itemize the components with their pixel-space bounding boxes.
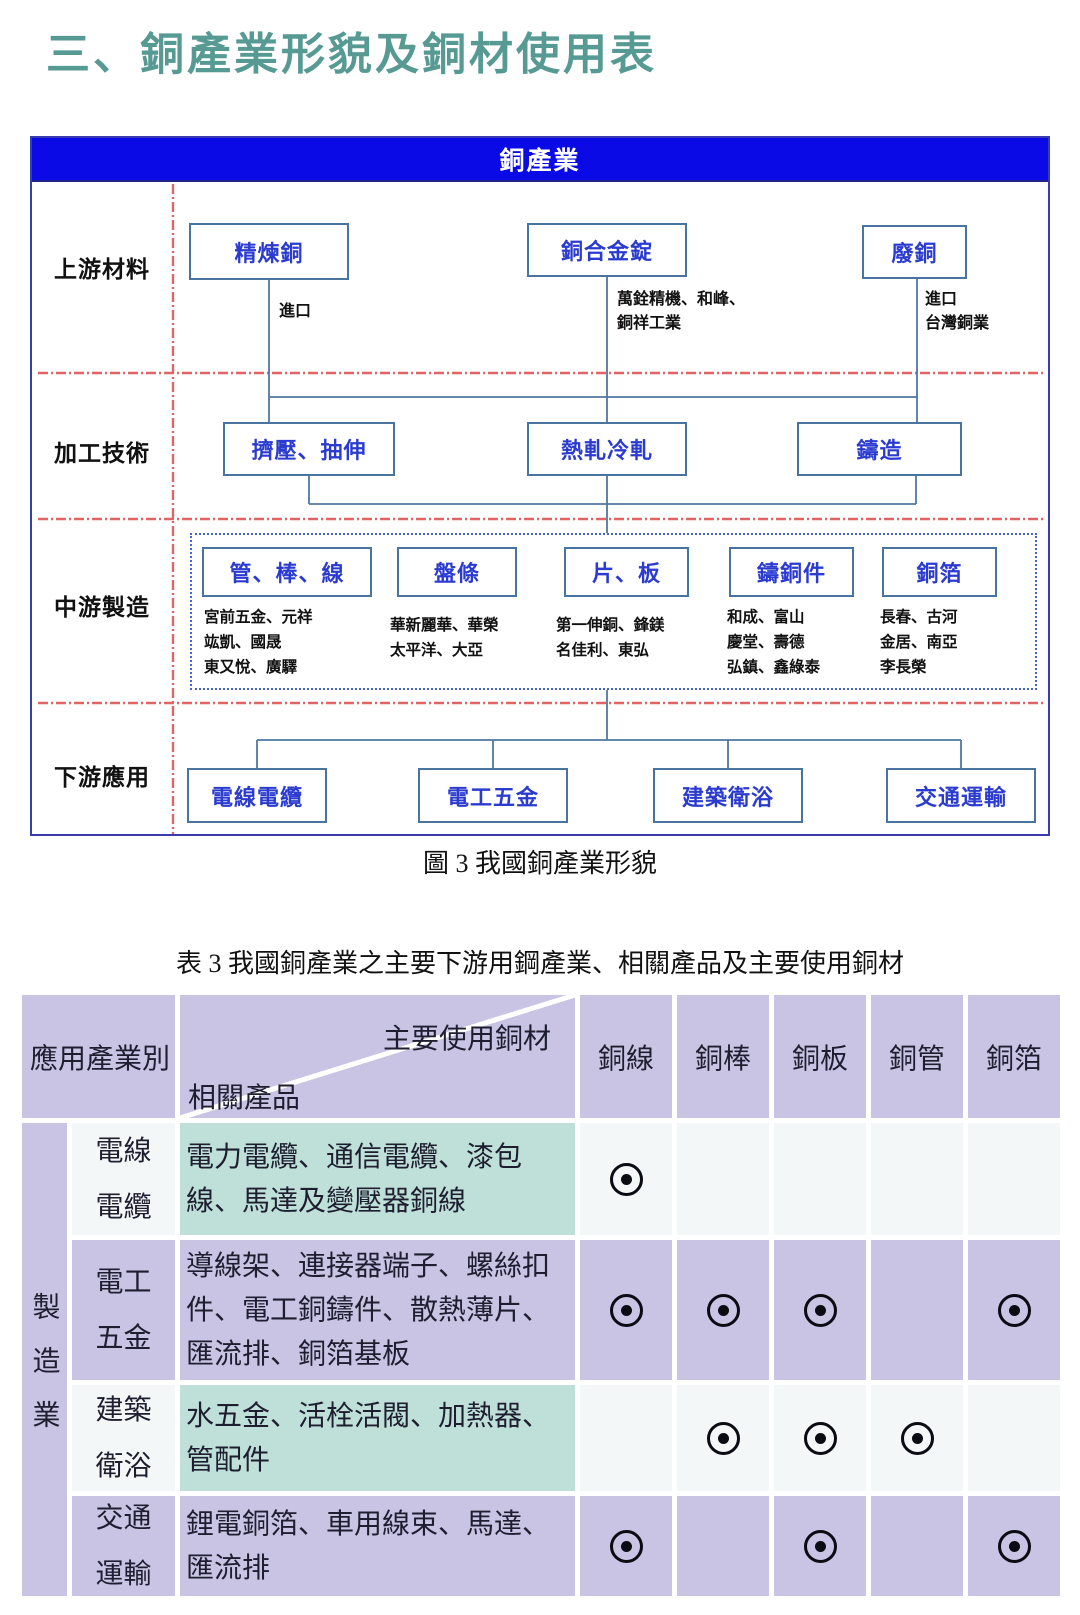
page-title: 三、銅產業形貌及銅材使用表 bbox=[46, 30, 657, 79]
header-material-foil: 銅箔 bbox=[968, 995, 1060, 1118]
copper-usage-table: 應用產業別 主要使用銅材 相關產品 銅線 銅棒 銅板 銅管 銅箔 製造業 電線 … bbox=[22, 995, 1060, 1596]
header-diagonal-cell: 主要使用銅材 相關產品 bbox=[180, 995, 575, 1118]
table-cell-mark bbox=[677, 1123, 769, 1235]
box-casting: 鑄造 bbox=[797, 422, 962, 476]
companies-tube-rod-wire: 宮前五金、元祥 竑凱、國晟 東又悅、廣驛 bbox=[204, 609, 313, 676]
circled-dot-icon bbox=[706, 1421, 740, 1455]
row-label-midstream: 中游製造 bbox=[54, 594, 150, 620]
table-cell-mark bbox=[774, 1496, 866, 1596]
products-electrical-hardware: 導線架、連接器端子、螺絲扣件、電工銅鑄件、散熱薄片、匯流排、銅箔基板 bbox=[180, 1240, 575, 1380]
companies-copper-castings: 和成、富山 慶堂、壽德 弘鎮、鑫綠泰 bbox=[727, 609, 821, 676]
box-scrap-copper: 廢銅 bbox=[862, 225, 967, 279]
header-application-industry: 應用產業別 bbox=[22, 995, 175, 1118]
circled-dot-icon bbox=[609, 1162, 643, 1196]
note-refined-copper: 進口 bbox=[279, 303, 312, 320]
note-copper-alloy-ingot: 萬銓精機、和峰、 銅祥工業 bbox=[617, 291, 746, 332]
industry-electrical-hardware: 電工 五金 bbox=[72, 1240, 175, 1380]
box-construction-sanitary: 建築衛浴 bbox=[653, 768, 803, 823]
table-cell-mark bbox=[580, 1385, 672, 1491]
box-sheet-plate: 片、板 bbox=[564, 547, 689, 597]
row-label-upstream: 上游材料 bbox=[54, 256, 150, 282]
companies-wire-rod-coil: 華新麗華、華榮 太平洋、大亞 bbox=[390, 617, 499, 659]
table-cell-mark bbox=[677, 1385, 769, 1491]
circled-dot-icon bbox=[609, 1293, 643, 1327]
table-cell-mark bbox=[871, 1123, 963, 1235]
row-label-processing: 加工技術 bbox=[54, 440, 150, 466]
table-cell-mark bbox=[774, 1123, 866, 1235]
diagram-lines bbox=[38, 184, 1046, 834]
group-label-manufacturing: 製造業 bbox=[22, 1123, 67, 1596]
table-cell-mark bbox=[677, 1496, 769, 1596]
table-cell-mark bbox=[774, 1240, 866, 1380]
box-transportation: 交通運輸 bbox=[886, 768, 1036, 823]
header-material-plate: 銅板 bbox=[774, 995, 866, 1118]
companies-copper-foil: 長春、古河 金居、南亞 李長榮 bbox=[880, 609, 958, 676]
box-wire-cable: 電線電纜 bbox=[187, 768, 327, 823]
circled-dot-icon bbox=[900, 1421, 934, 1455]
industry-transportation: 交通 運輸 bbox=[72, 1496, 175, 1596]
midstream-group-frame bbox=[190, 533, 1037, 690]
table-cell-mark bbox=[871, 1385, 963, 1491]
box-copper-castings: 鑄銅件 bbox=[729, 547, 854, 597]
circled-dot-icon bbox=[997, 1529, 1031, 1563]
copper-industry-diagram: 銅產業 bbox=[30, 136, 1050, 836]
red-divider-lines bbox=[38, 184, 1046, 834]
table-cell-mark bbox=[968, 1240, 1060, 1380]
box-tube-rod-wire: 管、棒、線 bbox=[202, 547, 372, 597]
circled-dot-icon bbox=[997, 1293, 1031, 1327]
companies-sheet-plate: 第一伸銅、鋒鎂 名佳利、東弘 bbox=[556, 617, 665, 659]
box-electrical-hardware: 電工五金 bbox=[418, 768, 568, 823]
table-cell-mark bbox=[580, 1240, 672, 1380]
table-cell-mark bbox=[968, 1496, 1060, 1596]
header-material-tube: 銅管 bbox=[871, 995, 963, 1118]
circled-dot-icon bbox=[803, 1293, 837, 1327]
table-cell-mark bbox=[871, 1240, 963, 1380]
connector-lines bbox=[256, 276, 962, 770]
row-label-downstream: 下游應用 bbox=[54, 764, 150, 790]
header-main-materials: 主要使用銅材 bbox=[382, 1023, 551, 1054]
circled-dot-icon bbox=[706, 1293, 740, 1327]
box-copper-alloy-ingot: 銅合金錠 bbox=[527, 223, 687, 277]
header-related-products: 相關產品 bbox=[188, 1082, 301, 1113]
diagram-title-bar: 銅產業 bbox=[32, 138, 1048, 182]
products-transportation: 鋰電銅箔、車用線束、馬達、匯流排 bbox=[180, 1496, 575, 1596]
box-refined-copper: 精煉銅 bbox=[189, 223, 349, 280]
table-cell-mark bbox=[871, 1496, 963, 1596]
header-material-rod: 銅棒 bbox=[677, 995, 769, 1118]
circled-dot-icon bbox=[609, 1529, 643, 1563]
box-hot-cold-rolling: 熱軋冷軋 bbox=[527, 422, 687, 476]
industry-wire-cable: 電線 電纜 bbox=[72, 1123, 175, 1235]
note-scrap-copper: 進口 台灣銅業 bbox=[925, 291, 990, 332]
box-copper-foil: 銅箔 bbox=[882, 547, 997, 597]
table-cell-mark bbox=[580, 1123, 672, 1235]
products-wire-cable: 電力電纜、通信電纜、漆包線、馬達及變壓器銅線 bbox=[180, 1123, 575, 1235]
box-wire-rod-coil: 盤條 bbox=[397, 547, 517, 597]
industry-construction-sanitary: 建築 衛浴 bbox=[72, 1385, 175, 1491]
table-cell-mark bbox=[968, 1385, 1060, 1491]
figure-caption: 圖 3 我國銅產業形貌 bbox=[422, 849, 657, 878]
table-cell-mark bbox=[968, 1123, 1060, 1235]
table-cell-mark bbox=[580, 1496, 672, 1596]
products-construction-sanitary: 水五金、活栓活閥、加熱器、管配件 bbox=[180, 1385, 575, 1491]
circled-dot-icon bbox=[803, 1421, 837, 1455]
box-extrusion-drawing: 擠壓、抽伸 bbox=[223, 422, 395, 476]
table-title: 表 3 我國銅產業之主要下游用鋼產業、相關產品及主要使用銅材 bbox=[175, 949, 904, 978]
header-material-wire: 銅線 bbox=[580, 995, 672, 1118]
table-cell-mark bbox=[677, 1240, 769, 1380]
table-cell-mark bbox=[774, 1385, 866, 1491]
circled-dot-icon bbox=[803, 1529, 837, 1563]
